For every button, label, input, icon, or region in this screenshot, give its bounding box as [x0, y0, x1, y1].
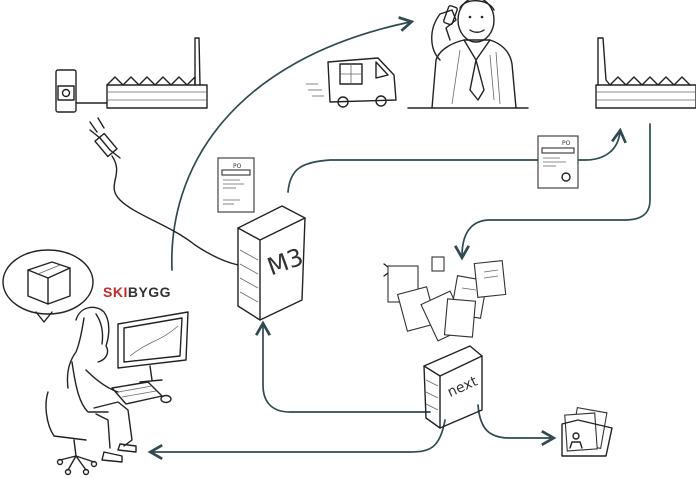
package-icon [27, 261, 71, 305]
purchase-order-document-2: PO [537, 135, 579, 189]
archive-folder-icon [561, 407, 613, 457]
purchase-order-document-1: PO [217, 157, 255, 213]
next-server: next [423, 345, 483, 429]
po-label-1: PO [233, 163, 242, 170]
plug-icon [89, 117, 239, 266]
power-outlet-icon [55, 69, 108, 113]
company-logo: SKIBYGG [103, 284, 171, 300]
m3-label: M3 [264, 243, 307, 282]
next-label: next [445, 373, 480, 400]
incoming-documents [383, 256, 507, 342]
arrow-next-to-erp [255, 320, 431, 413]
salesman-figure [407, 0, 529, 109]
arrow-erp-to-supplier [287, 127, 627, 193]
arrow-next-to-archive [477, 404, 557, 446]
arrow-supplier-to-next [454, 123, 651, 261]
user-at-computer [45, 306, 189, 476]
thought-bubble [2, 249, 94, 323]
m3-erp-server: M3 [237, 205, 307, 321]
logo-part-bygg: BYGG [127, 284, 172, 300]
factory-left [106, 37, 208, 109]
arrow-next-to-user [147, 419, 446, 460]
delivery-truck-icon [306, 57, 397, 108]
logo-part-ski: SKI [103, 284, 128, 300]
factory-right [595, 37, 696, 109]
arrow-erp-to-sales [171, 16, 415, 271]
po-label-2: PO [562, 140, 571, 147]
